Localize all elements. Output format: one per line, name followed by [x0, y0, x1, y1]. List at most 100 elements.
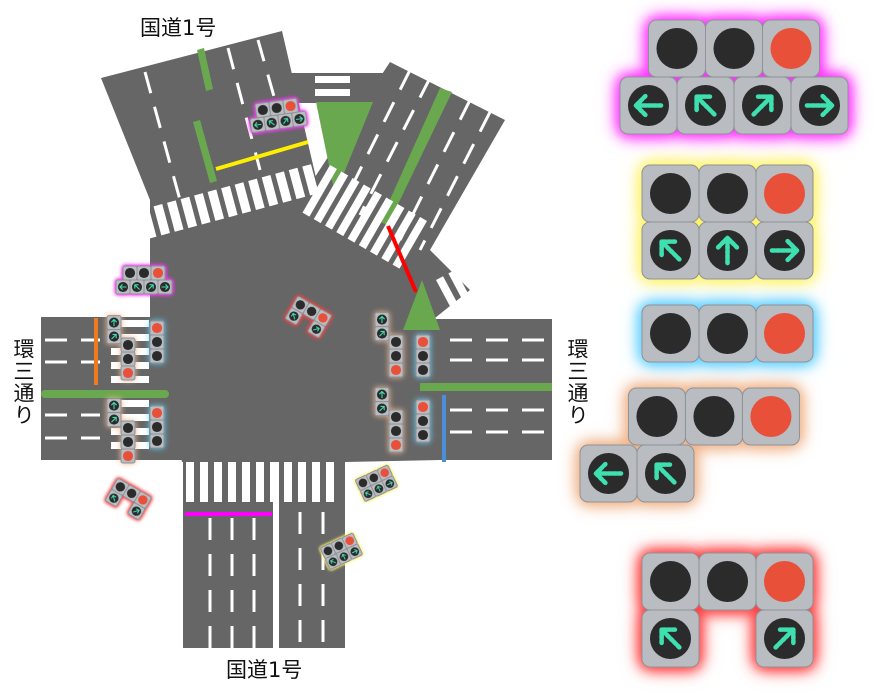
- arrow-up-icon: [379, 390, 385, 399]
- label-south-road: 国道1号: [226, 658, 303, 682]
- stop-line-north: [215, 140, 309, 171]
- red-lamp: [152, 267, 164, 279]
- lamp: [282, 97, 299, 115]
- red-lamp: [151, 322, 163, 334]
- orange-vertical-signal: [106, 315, 136, 381]
- arrow-lamp-cell: [733, 76, 792, 135]
- lamp: [698, 552, 757, 611]
- arrow-up-left-icon: [111, 494, 117, 502]
- off-lamp: [122, 353, 134, 365]
- off-lamp: [390, 411, 402, 423]
- arrow-lamp-cell: [157, 279, 173, 295]
- lamp: [136, 265, 152, 281]
- west-approach-signal: [579, 387, 800, 503]
- lamp: [341, 532, 358, 549]
- arrow-up-left-icon: [364, 491, 372, 496]
- off-lamp: [295, 300, 306, 310]
- arrow-lamp-cell: [143, 279, 159, 295]
- off-lamp: [151, 336, 163, 348]
- arrow-up-right-icon: [751, 94, 774, 117]
- red-lamp: [417, 336, 429, 348]
- lamp: [365, 469, 382, 486]
- stop-line-northeast: [386, 225, 418, 293]
- lamp: [120, 351, 136, 367]
- off-lamp: [390, 350, 402, 362]
- arrow-right-icon: [386, 481, 393, 486]
- arrow-up-right-icon: [379, 330, 385, 337]
- red-lamp: [285, 101, 296, 112]
- arrow-lamp-cell: [641, 609, 700, 668]
- red-lamp: [380, 468, 390, 478]
- lamp: [291, 296, 310, 314]
- off-lamp: [334, 541, 344, 551]
- off-lamp: [306, 306, 317, 317]
- off-lamp: [649, 560, 692, 603]
- lamp: [415, 348, 431, 364]
- lamp: [120, 365, 136, 381]
- blue-vertical-signal: [149, 320, 165, 364]
- lamp: [149, 433, 165, 449]
- orange-vertical-signal: [374, 312, 404, 378]
- off-lamp: [122, 339, 134, 351]
- arrow-up-left-icon: [329, 559, 337, 564]
- off-lamp: [713, 27, 755, 70]
- arrow-lamp-cell: [755, 221, 814, 280]
- arrow-lamp-cell: [307, 320, 326, 338]
- arrow-lamp-cell: [381, 475, 398, 492]
- arrow-left-icon: [632, 93, 664, 118]
- off-lamp: [417, 364, 429, 376]
- northeast-approach-signal: [641, 164, 814, 280]
- lamp: [254, 101, 271, 119]
- arrow-right-icon: [161, 284, 169, 290]
- arrow-left-icon: [592, 461, 624, 486]
- red-lamp: [763, 172, 806, 215]
- blue-vertical-signal: [415, 399, 431, 443]
- lamp: [388, 348, 404, 364]
- label-north-road: 国道1号: [140, 16, 217, 40]
- south-approach-signal: [105, 478, 152, 520]
- arrow-lamp-cell: [619, 76, 678, 135]
- arrow-lamp-cell: [698, 221, 757, 280]
- arrow-right-icon: [769, 238, 801, 263]
- off-lamp: [271, 102, 282, 114]
- off-lamp: [358, 478, 368, 488]
- off-lamp: [151, 350, 163, 362]
- mini-signals: [105, 97, 431, 570]
- arrow-lamp-cell: [374, 387, 390, 403]
- red-lamp: [763, 560, 806, 603]
- arrow-lamp-cell: [106, 329, 122, 345]
- off-lamp: [636, 395, 678, 438]
- arrow-up-left-icon: [268, 120, 275, 126]
- lamp: [388, 409, 404, 425]
- lamp: [122, 265, 138, 281]
- south-approach-signal: [641, 552, 814, 668]
- off-lamp: [706, 560, 749, 603]
- red-lamp: [750, 395, 792, 438]
- lamp: [120, 448, 136, 464]
- arrow-lamp-cell: [249, 116, 267, 133]
- lamp: [122, 484, 141, 503]
- lamp: [705, 19, 763, 78]
- lamp: [149, 320, 165, 336]
- arrow-lamp-cell: [106, 412, 122, 428]
- arrow-lamp-cell: [115, 279, 131, 295]
- northeast-approach-signal: [355, 464, 398, 502]
- lamp: [150, 265, 166, 281]
- off-lamp: [115, 482, 126, 492]
- off-lamp: [693, 395, 735, 438]
- lamp: [120, 337, 136, 353]
- lamp: [755, 552, 814, 611]
- orange-vertical-signal: [374, 387, 404, 453]
- lamp: [641, 552, 700, 611]
- arrow-lamp-cell: [277, 112, 294, 130]
- red-lamp: [417, 401, 429, 413]
- off-lamp: [649, 172, 692, 215]
- red-lamp: [122, 450, 134, 462]
- off-lamp: [151, 421, 163, 433]
- stop-lines: [94, 140, 446, 516]
- off-lamp: [706, 172, 749, 215]
- north-approach-signal: [249, 97, 308, 133]
- off-lamp: [151, 435, 163, 447]
- lamp: [330, 537, 347, 554]
